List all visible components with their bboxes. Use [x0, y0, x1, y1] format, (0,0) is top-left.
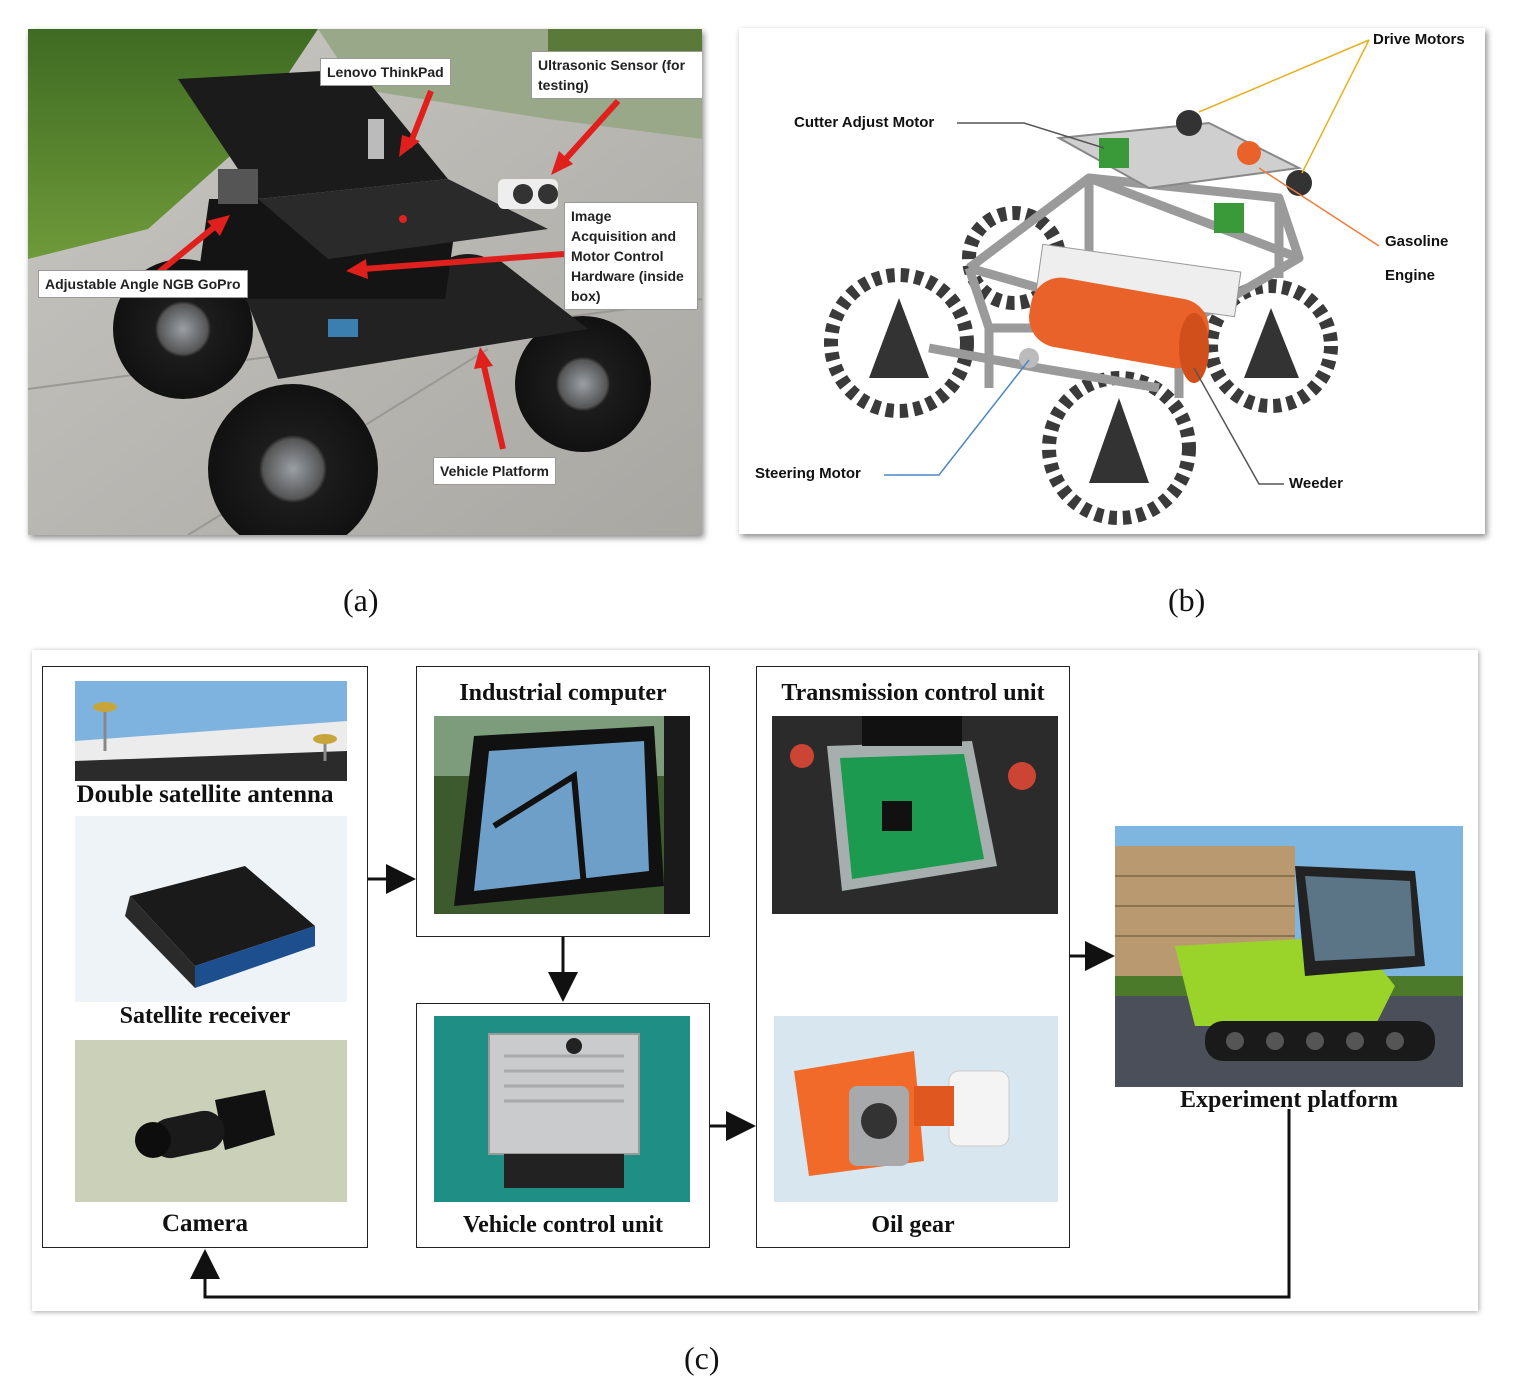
label-weeder: Weeder	[1289, 475, 1343, 492]
label-experiment-platform: Experiment platform	[1180, 1087, 1398, 1113]
callout-ultrasonic-sensor: Ultrasonic Sensor (for testing)	[531, 51, 702, 99]
tcu-photo	[772, 716, 1058, 914]
sublabel-a: (a)	[343, 582, 379, 618]
panel-c-block-diagram: Double satellite antenna Satellite recei…	[32, 650, 1478, 1311]
vcu-photo	[434, 1016, 690, 1202]
label-cutter-adjust-motor: Cutter Adjust Motor	[794, 114, 935, 131]
antenna-photo	[75, 681, 347, 781]
tractor-photo	[1115, 826, 1463, 1087]
label-satellite-receiver: Satellite receiver	[119, 1003, 291, 1029]
label-double-satellite-antenna: Double satellite antenna	[76, 781, 334, 808]
label-camera: Camera	[161, 1210, 249, 1237]
weeder-cad-illustration	[739, 28, 1485, 534]
industrial-computer-photo	[434, 716, 690, 914]
receiver-photo	[75, 816, 347, 1002]
oil-gear-photo	[774, 1016, 1058, 1202]
panel-a-photo: Lenovo ThinkPad Ultrasonic Sensor (for t…	[28, 29, 702, 535]
label-drive-motors: Drive Motors	[1373, 31, 1465, 48]
label-industrial-computer: Industrial computer	[459, 680, 667, 706]
sublabel-b: (b)	[1168, 582, 1206, 618]
label-vehicle-control-unit: Vehicle control unit	[462, 1212, 663, 1238]
label-engine: Engine	[1385, 267, 1436, 284]
label-gasoline: Gasoline	[1385, 233, 1449, 250]
label-transmission-control-unit: Transmission control unit	[781, 680, 1045, 706]
sublabel-c: (c)	[684, 1340, 720, 1376]
callout-vehicle-platform: Vehicle Platform	[433, 457, 556, 485]
panel-b-cad: Drive Motors Cutter Adjust Motor Gasolin…	[739, 28, 1485, 534]
callout-gopro: Adjustable Angle NGB GoPro	[38, 270, 248, 298]
label-steering-motor: Steering Motor	[755, 465, 861, 482]
callout-image-acquisition: Image Acquisition and Motor Control Hard…	[564, 202, 698, 310]
camera-photo	[75, 1040, 347, 1202]
label-oil-gear: Oil gear	[871, 1212, 955, 1238]
callout-lenovo-thinkpad: Lenovo ThinkPad	[320, 58, 451, 86]
